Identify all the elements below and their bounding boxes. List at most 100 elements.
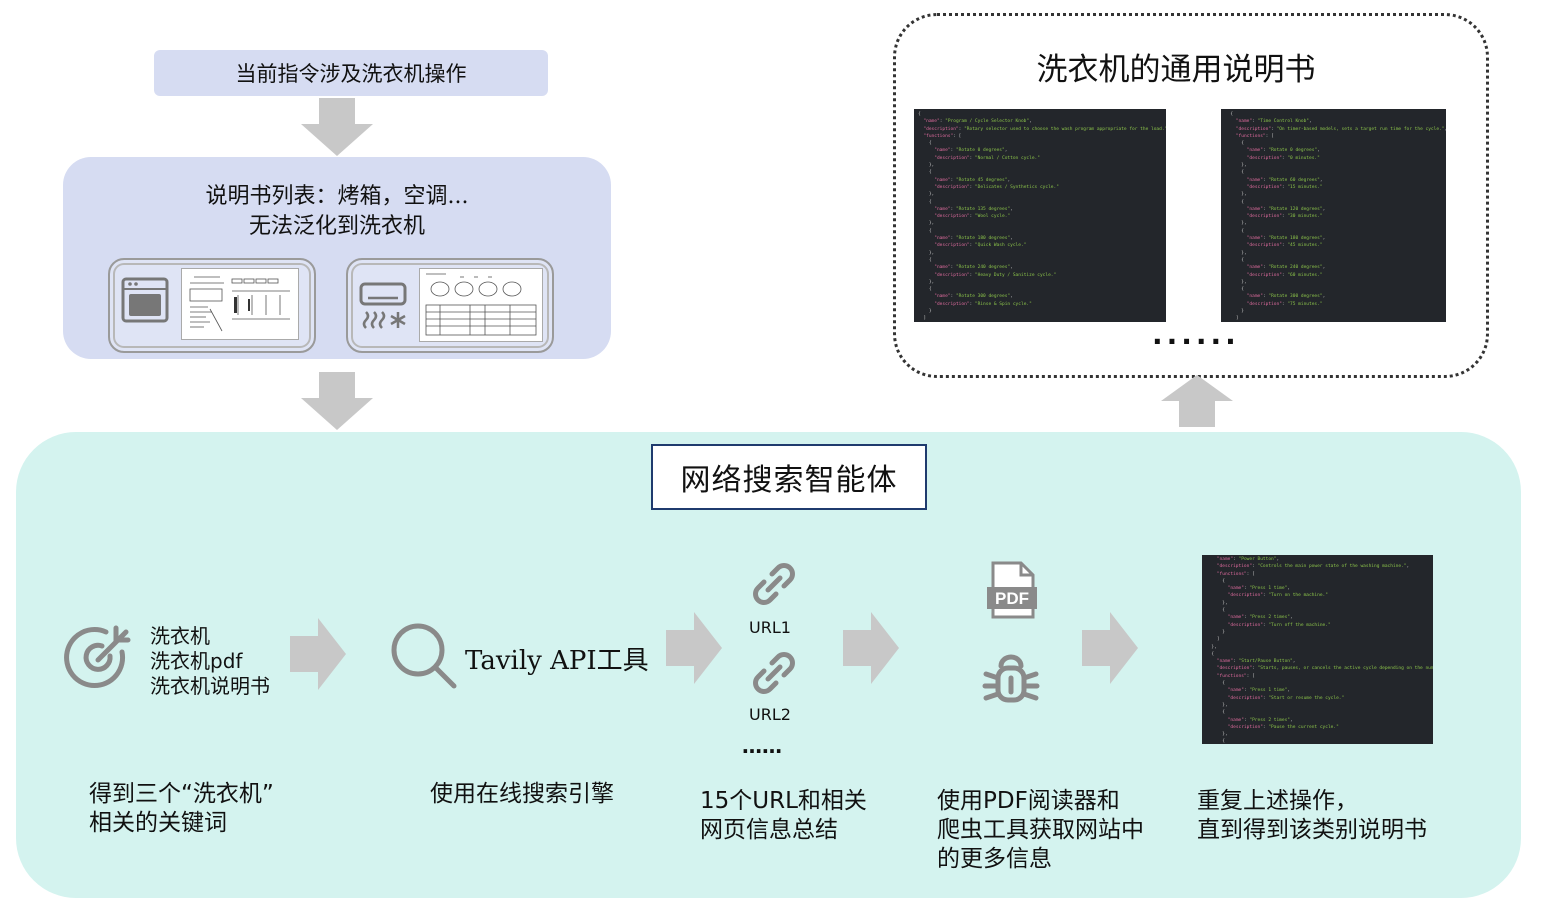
step4-caption: 使用PDF阅读器和 爬虫工具获取网站中 的更多信息 [937, 787, 1144, 874]
url1-label: URL1 [749, 618, 791, 637]
code-line: { [918, 257, 932, 263]
code-line: } [1225, 309, 1244, 315]
code-line: "functions": [ [1235, 133, 1274, 139]
code-line: { [1206, 651, 1215, 657]
code-line: { [1225, 170, 1244, 176]
manual-list-text: 说明书列表：烤箱，空调... 无法泛化到洗衣机 [63, 182, 611, 242]
code-line: { [1225, 199, 1244, 205]
code-line: "description": "Rotary selector used to … [923, 126, 1166, 132]
code-line: }, [1206, 732, 1228, 738]
step4-caption-line: 使用PDF阅读器和 [937, 788, 1120, 814]
pdf-icon-label: PDF [995, 589, 1029, 608]
code-line: "description": "Start or resume the cycl… [1227, 695, 1345, 701]
code-line: }, [1225, 221, 1247, 227]
code-line: { [918, 141, 932, 147]
code-line: { [1225, 257, 1244, 263]
code-line: "description": "Turn off the machine." [1227, 622, 1331, 628]
code-line: "description": "On timer-based models, s… [1235, 126, 1446, 132]
code-line: "name": "Press 2 times", [1227, 717, 1293, 723]
code-line: }, [1225, 279, 1247, 285]
keyword-list: 洗衣机 洗衣机pdf 洗衣机说明书 [150, 624, 270, 699]
code-line: { [918, 199, 932, 205]
down-arrow-icon [301, 372, 373, 430]
code-line: }, [1206, 600, 1228, 606]
code-line: "description": "45 minutes." [1246, 243, 1323, 249]
code-line: "description": "Wool cycle." [934, 214, 1011, 220]
step1-caption-line: 得到三个“洗衣机” [89, 781, 274, 807]
code-line: { [918, 287, 932, 293]
down-arrow-icon [301, 98, 373, 156]
code-line: "description": "30 minutes." [1246, 214, 1323, 220]
code-line: "name": "Power Button", [1216, 557, 1280, 562]
code-line: "description": "Quick Wash cycle." [934, 243, 1027, 249]
right-arrow-icon [843, 612, 899, 684]
step3-caption: 15个URL和相关 网页信息总结 [700, 787, 867, 845]
oven-manual-thumbnail [181, 268, 299, 340]
step4-caption-line: 的更多信息 [937, 846, 1052, 872]
general-manual-ellipsis: ...... [1152, 318, 1240, 351]
code-line: "name": "Rotate 300 degrees", [934, 294, 1013, 300]
code-line: }, [918, 163, 935, 169]
step2-caption-line: 使用在线搜索引擎 [430, 781, 614, 807]
code-line: }, [918, 192, 935, 198]
step5-caption: 重复上述操作， 直到得到该类别说明书 [1197, 787, 1427, 845]
instruction-text: 当前指令涉及洗衣机操作 [235, 62, 467, 86]
code-line: } [1206, 629, 1225, 635]
general-manual-box [893, 13, 1489, 378]
url-more-ellipsis: …… [742, 734, 782, 758]
code-line: "name": "Press 1 time", [1227, 688, 1291, 694]
code-line: "description": "Rinse & Spin cycle." [934, 301, 1032, 307]
step2-caption: 使用在线搜索引擎 [430, 780, 614, 809]
code-line: "description": "Heavy Duty / Sanitize cy… [934, 272, 1057, 278]
code-line: "name": "Rotate 120 degrees", [1246, 206, 1326, 212]
code-line: }, [1206, 644, 1217, 650]
link-icon [753, 563, 795, 605]
code-line: "functions": [ [1216, 571, 1255, 577]
code-line: ] [1206, 637, 1220, 643]
keyword-item: 洗衣机 [150, 624, 210, 648]
code-line: "name": "Rotate 180 degrees", [1246, 236, 1326, 242]
code-line: "functions": [ [923, 133, 962, 139]
code-line: "description": "60 minutes." [1246, 272, 1323, 278]
code-line: "description": "75 minutes." [1246, 301, 1323, 307]
step3-caption-line: 15个URL和相关 [700, 788, 867, 814]
code-line: "description": "Delicates / Synthetics c… [934, 184, 1059, 190]
code-line: }, [1225, 163, 1247, 169]
code-line: "description": "Pause the current cycle.… [1227, 724, 1339, 730]
right-arrow-icon [290, 618, 346, 690]
keyword-item: 洗衣机pdf [150, 649, 243, 673]
code-line: { [1206, 608, 1225, 614]
code-line: "description": "0 minutes." [1246, 155, 1320, 161]
code-line: "description": "Normal / Cotton cycle." [934, 155, 1040, 161]
oven-icon [121, 277, 169, 323]
code-line: ] [918, 316, 927, 322]
right-arrow-icon [1082, 612, 1138, 684]
search-agent-title: 网络搜索智能体 [651, 444, 927, 510]
url2-label: URL2 [749, 705, 791, 724]
step1-caption-line: 相关的关键词 [89, 810, 227, 836]
code-line: { [1225, 141, 1244, 147]
code-line: "name": "Program / Cycle Selector Knob", [923, 119, 1032, 125]
step5-caption-line: 直到得到该类别说明书 [1197, 817, 1427, 843]
manual-list-line2: 无法泛化到洗衣机 [248, 214, 425, 239]
code-line: { [1225, 112, 1234, 117]
code-line: { [1225, 287, 1244, 293]
code-line: "name": "Press 1 time", [1227, 586, 1291, 592]
code-line: "name": "Rotate 0 degrees", [1246, 148, 1320, 154]
code-line: "name": "Press 2 times", [1227, 615, 1293, 621]
tool-label: Tavily API工具 [465, 646, 649, 676]
code-line: }, [918, 279, 935, 285]
code-line: { [918, 170, 932, 176]
code-line: { [918, 228, 932, 234]
step4-caption-line: 爬虫工具获取网站中 [937, 817, 1144, 843]
right-arrow-icon [666, 612, 722, 684]
code-line: { [1206, 710, 1225, 716]
general-manual-title: 洗衣机的通用说明书 [1036, 52, 1316, 88]
code-line: }, [918, 250, 935, 256]
code-line: "name": "Rotate 135 degrees", [934, 206, 1013, 212]
code-line: "description": "Turn on the machine." [1227, 593, 1328, 599]
bug-crawler-icon [982, 654, 1040, 703]
code-line: }, [1225, 192, 1247, 198]
code-line: "description": "Controls the main power … [1216, 564, 1410, 570]
manual-code-right: { "name": "Time Control Knob", "descript… [1221, 109, 1446, 322]
